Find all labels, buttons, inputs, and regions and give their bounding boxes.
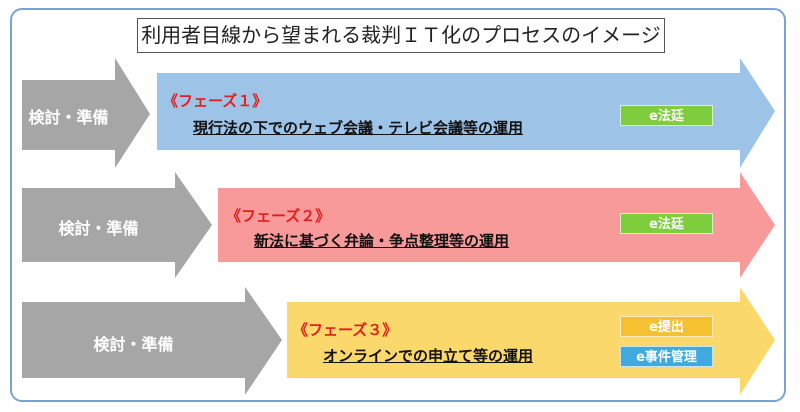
diagram-title: 利用者目線から望まれる裁判ＩＴ化のプロセスのイメージ xyxy=(137,18,665,53)
phase-arrow-3 xyxy=(287,287,775,395)
prep-label-3: 検討・準備 xyxy=(93,335,174,354)
phase-desc-3: オンラインでの申立て等の運用 xyxy=(323,347,534,365)
badge-e-court-2: e法廷 xyxy=(620,213,713,234)
phase-desc-2: 新法に基づく弁論・争点整理等の運用 xyxy=(254,232,510,250)
phase-label-2: 《フェーズ２》 xyxy=(226,207,331,225)
diagram-frame xyxy=(10,8,786,402)
phase-label-1: 《フェーズ１》 xyxy=(163,92,268,110)
prep-label-1: 検討・準備 xyxy=(28,108,109,127)
phase-label-3: 《フェーズ３》 xyxy=(293,321,398,339)
prep-arrow-3 xyxy=(22,287,282,395)
badge-e-case-management: e事件管理 xyxy=(620,346,713,367)
badge-e-filing: e提出 xyxy=(620,316,713,337)
badge-e-court-1: e法廷 xyxy=(620,105,713,126)
prep-label-2: 検討・準備 xyxy=(58,219,139,238)
phase-arrow-2 xyxy=(218,172,775,278)
prep-arrow-2 xyxy=(22,172,212,278)
phase-arrow-1 xyxy=(157,58,775,168)
prep-arrow-1 xyxy=(22,58,150,168)
phase-desc-1: 現行法の下でのウェブ会議・テレビ会議等の運用 xyxy=(193,119,524,137)
